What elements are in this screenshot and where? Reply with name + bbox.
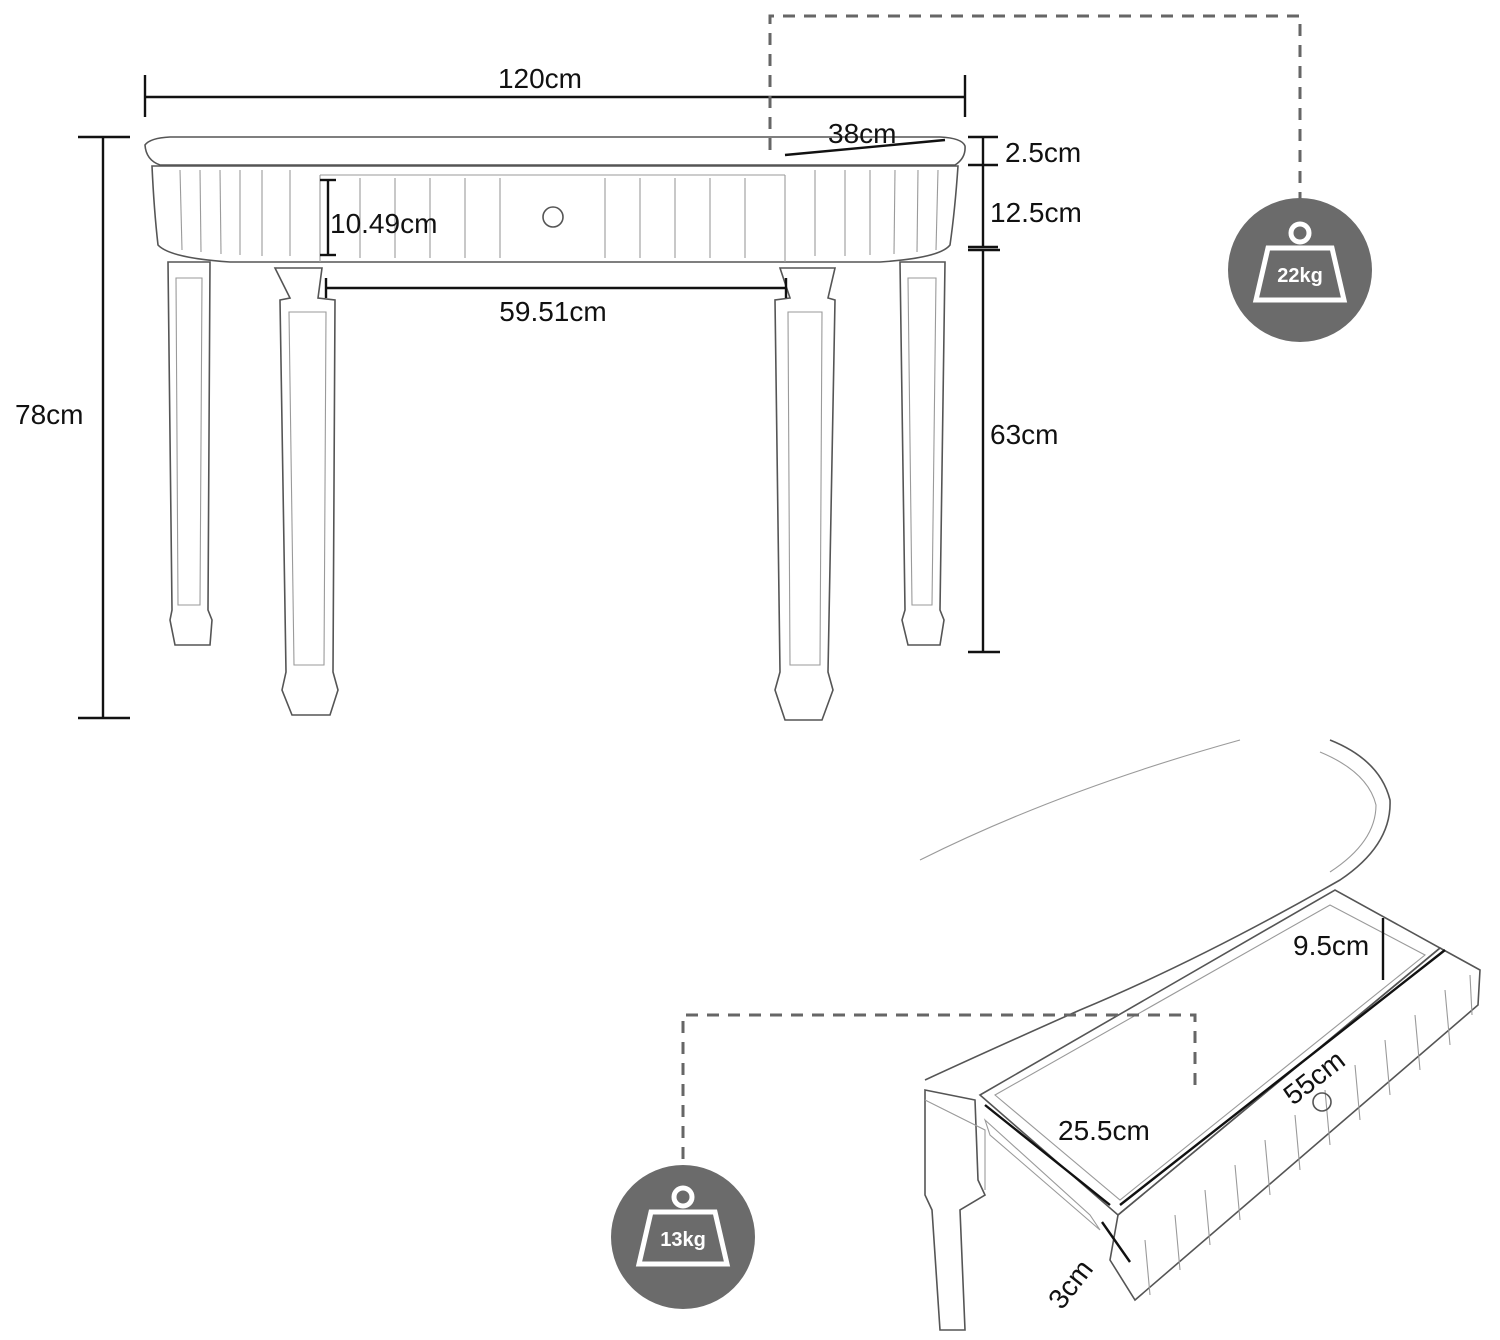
apron-slats [179,169,939,258]
drawer-length-label: 25.5cm [1058,1115,1150,1146]
drawer-side-label: 3cm [1042,1254,1099,1315]
drawer-runner [983,1118,1101,1231]
dimension-top-thickness: 2.5cm [968,135,1081,168]
width-label: 120cm [498,63,582,94]
table-weight-callout: 22kg [768,14,1372,342]
drawer-weight-callout: 13kg [611,1013,1197,1309]
dimension-leg-spacing: 59.51cm [324,278,788,327]
drawer-depth-label: 9.5cm [1293,930,1369,961]
dimension-height: 78cm [15,135,130,720]
drawer-front [319,174,786,262]
apron-label: 12.5cm [990,197,1082,228]
drawer-front-slats [1144,974,1473,1296]
drawer-interior [994,904,1426,1201]
table-weight-label: 22kg [1277,265,1323,287]
leg-height-label: 63cm [990,419,1058,450]
weight-icon [1288,221,1312,245]
leg-front-right [774,267,837,721]
table-apron [151,165,959,263]
table-front-view [144,136,966,721]
dimension-drawer-front: 10.49cm [320,178,437,257]
drawer-width-label: 55cm [1278,1044,1351,1111]
top-thickness-label: 2.5cm [1005,137,1081,168]
leg-back-right [899,261,946,646]
drawer-box [978,889,1442,1217]
height-label: 78cm [15,399,83,430]
drawer-weight-label: 13kg [660,1229,706,1251]
weight-icon [671,1185,695,1209]
dimension-drawer-side: 3cm [1042,1221,1131,1315]
dimension-drawer-length: 25.5cm [984,1104,1150,1206]
tabletop-front-edge [924,739,1391,1081]
drawer-front-label: 10.49cm [330,208,437,239]
dimension-leg-height: 63cm [968,248,1058,654]
dimension-depth: 38cm [784,118,946,157]
drawer-front-panel [1109,947,1481,1302]
table-top [144,136,966,166]
tabletop-back-edge [919,739,1241,861]
dimension-drawer-width: 55cm [1119,949,1446,1206]
weight-badge-drawer [611,1165,755,1309]
drawer-knob [542,206,564,228]
drawer-view-leg [924,1089,987,1331]
drawer-detail-knob [1312,1092,1332,1112]
leg-spacing-label: 59.51cm [499,296,606,327]
leg-back-left [167,261,213,646]
dimension-apron: 12.5cm [968,165,1082,249]
dimension-width: 120cm [143,63,967,117]
depth-label: 38cm [828,118,896,149]
weight-badge-table [1228,198,1372,342]
dimension-drawer-depth: 9.5cm [1293,918,1385,980]
leg-front-left [273,267,339,716]
drawer-detail-view [919,739,1481,1331]
